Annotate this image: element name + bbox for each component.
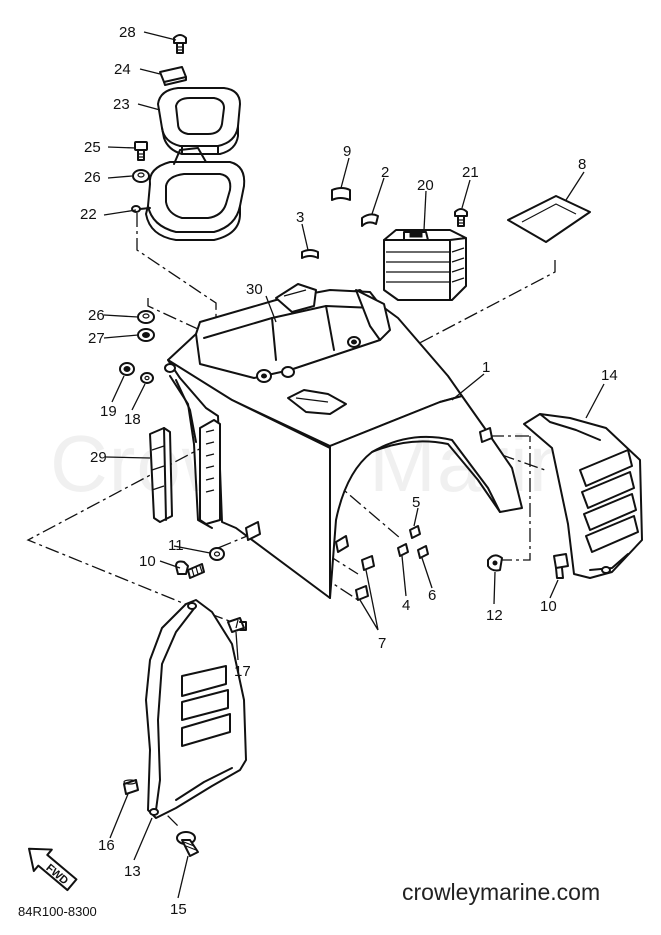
part-24-plate xyxy=(159,66,187,86)
part-23-cover-frame xyxy=(157,87,241,155)
part-13-left-panel xyxy=(145,599,247,819)
part-22-tray-base xyxy=(131,147,246,241)
callout-19: 19 xyxy=(100,403,117,420)
diagram-code: 84R100-8300 xyxy=(18,904,97,919)
part-10-bolt-left xyxy=(175,560,205,579)
part-19-grommet xyxy=(119,362,135,376)
part-14-right-panel xyxy=(523,413,643,579)
callout-16: 16 xyxy=(98,837,115,854)
callout-1: 1 xyxy=(482,359,490,376)
leader-lines xyxy=(103,31,605,899)
part-1-upper-casing xyxy=(164,283,523,599)
callout-5: 5 xyxy=(412,494,420,511)
callout-11: 11 xyxy=(168,537,184,554)
part-16-cap xyxy=(123,779,139,795)
part-9-strip xyxy=(331,187,351,201)
callout-12: 12 xyxy=(486,607,503,624)
callout-22: 22 xyxy=(80,206,97,223)
callout-2: 2 xyxy=(381,164,389,181)
callout-10-left: 10 xyxy=(139,553,156,570)
part-12-clip-nut xyxy=(487,554,503,572)
part-6-clip xyxy=(417,545,429,559)
part-7-clips xyxy=(355,555,375,601)
callout-24: 24 xyxy=(114,61,131,78)
part-17-screw xyxy=(227,617,247,633)
part-10-bolt-right xyxy=(553,553,569,579)
callout-21: 21 xyxy=(462,164,479,181)
part-20-control-box xyxy=(383,229,467,301)
callout-28: 28 xyxy=(119,24,136,41)
callout-20: 20 xyxy=(417,177,434,194)
callout-17: 17 xyxy=(234,663,251,680)
callout-numbers: 28 24 23 25 26 22 9 2 20 21 8 3 30 26 27… xyxy=(80,24,618,918)
part-27-washer xyxy=(137,328,155,342)
callout-3: 3 xyxy=(296,209,304,226)
callout-18: 18 xyxy=(124,411,141,428)
callout-10-right: 10 xyxy=(540,598,557,615)
part-8-decal xyxy=(507,195,591,243)
callout-4: 4 xyxy=(402,597,410,614)
part-11-washer xyxy=(209,547,225,561)
callout-14: 14 xyxy=(601,367,618,384)
callout-27: 27 xyxy=(88,330,105,347)
part-26-nut-lower xyxy=(137,310,155,324)
part-28-screw xyxy=(173,34,187,54)
part-25-bolt xyxy=(134,141,148,161)
site-label: crowleymarine.com xyxy=(402,879,601,905)
callout-7: 7 xyxy=(378,635,386,652)
callout-9: 9 xyxy=(343,143,351,160)
fwd-arrow-icon: FWD xyxy=(28,847,78,892)
part-5-clip xyxy=(409,525,421,539)
part-15-bolt xyxy=(176,831,199,857)
callout-23: 23 xyxy=(113,96,130,113)
callout-8: 8 xyxy=(578,156,586,173)
part-2-strip xyxy=(361,213,379,227)
callout-30: 30 xyxy=(246,281,263,298)
callout-6: 6 xyxy=(428,587,436,604)
part-3-strip xyxy=(301,249,319,259)
callout-15: 15 xyxy=(170,901,187,918)
part-18-nut xyxy=(140,372,154,384)
callout-13: 13 xyxy=(124,863,141,880)
callout-25: 25 xyxy=(84,139,101,156)
part-21-screw xyxy=(454,208,468,227)
callout-26-upper: 26 xyxy=(84,169,101,186)
callout-26-lower: 26 xyxy=(88,307,105,324)
part-4-clip xyxy=(397,543,409,557)
callout-29: 29 xyxy=(90,449,107,466)
part-29-vertical-strip xyxy=(149,427,173,523)
part-26-nut-upper xyxy=(132,169,150,183)
